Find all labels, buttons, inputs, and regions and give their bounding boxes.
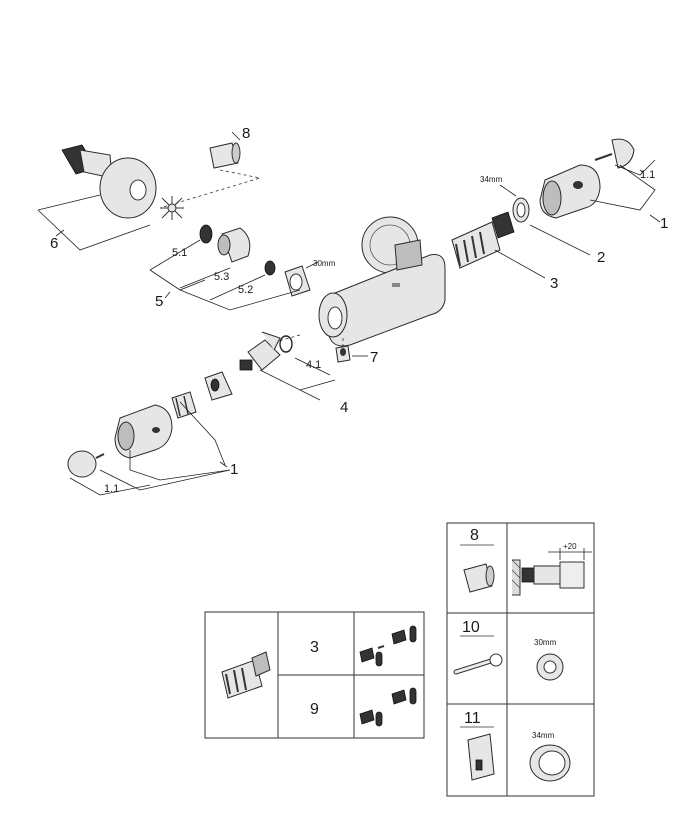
thermometer-icons-row-9 (359, 687, 417, 727)
part-5-1-ring (199, 224, 213, 244)
callout-5-nut-30mm: 30mm (313, 259, 336, 268)
accessory-nut-30mm: 30mm (534, 638, 557, 647)
callout-1-1-bottom: 1.1 (104, 483, 119, 495)
callout-2: 2 (597, 249, 605, 266)
callout-5-2: 5.2 (238, 284, 253, 296)
cartridge-row-9: 9 (310, 701, 319, 718)
thermometer-icons-row-3 (359, 625, 417, 667)
callout-4: 4 (340, 399, 348, 416)
part-3-cartridge (451, 211, 515, 269)
cartridge-image (221, 651, 271, 699)
part-5-nut (284, 265, 311, 297)
callout-3: 3 (550, 275, 558, 292)
callout-5: 5 (155, 293, 163, 310)
callout-1-top: 1 (660, 215, 668, 232)
part-5-2-ring (264, 260, 276, 276)
thermostat-body (327, 239, 446, 347)
part-2-ring (512, 197, 530, 223)
body-outlet-elbow (318, 292, 348, 338)
cartridge-row-3: 3 (310, 639, 319, 656)
accessory-extension-plus-20: +20 (563, 542, 577, 551)
ring-34mm-image (529, 744, 571, 782)
part-4-1-ring (279, 335, 293, 353)
part-8-extension (209, 142, 241, 169)
part-7-fitting (335, 345, 351, 363)
callout-7: 7 (370, 349, 378, 366)
callout-5-3: 5.3 (214, 271, 229, 283)
callout-2-34mm: 34mm (480, 175, 503, 184)
accessory-label-11: 11 (464, 710, 481, 727)
part-1-1-cap-top (594, 138, 635, 169)
lower-connector (204, 371, 233, 401)
accessory-extension-diagram (511, 548, 592, 596)
lower-threaded-adapter (171, 391, 197, 419)
accessory-label-8: 8 (470, 527, 479, 544)
part-4-valve (239, 331, 281, 371)
part-1-handle-bottom (114, 404, 173, 459)
part-5-3-elbow (217, 227, 251, 263)
accessory-label-10: 10 (462, 619, 480, 636)
callout-4-1: 4.1 (306, 359, 321, 371)
accessory-extension-image (463, 563, 495, 593)
part-6-seal-star (160, 196, 184, 220)
nut-30mm-image (536, 653, 564, 681)
part-11-sleeve-image (467, 733, 495, 781)
accessory-ring-34mm: 34mm (532, 731, 555, 740)
callout-1-1-top: 1.1 (640, 169, 655, 181)
part-1-1-cap-bottom (67, 450, 105, 478)
callout-6: 6 (50, 235, 58, 252)
part-6-rosette (99, 157, 157, 219)
wrench-icon (453, 653, 503, 675)
callout-5-1: 5.1 (172, 247, 187, 259)
part-1-handle-top (539, 164, 601, 219)
callout-1-bottom: 1 (230, 461, 238, 478)
callout-8: 8 (242, 125, 250, 142)
